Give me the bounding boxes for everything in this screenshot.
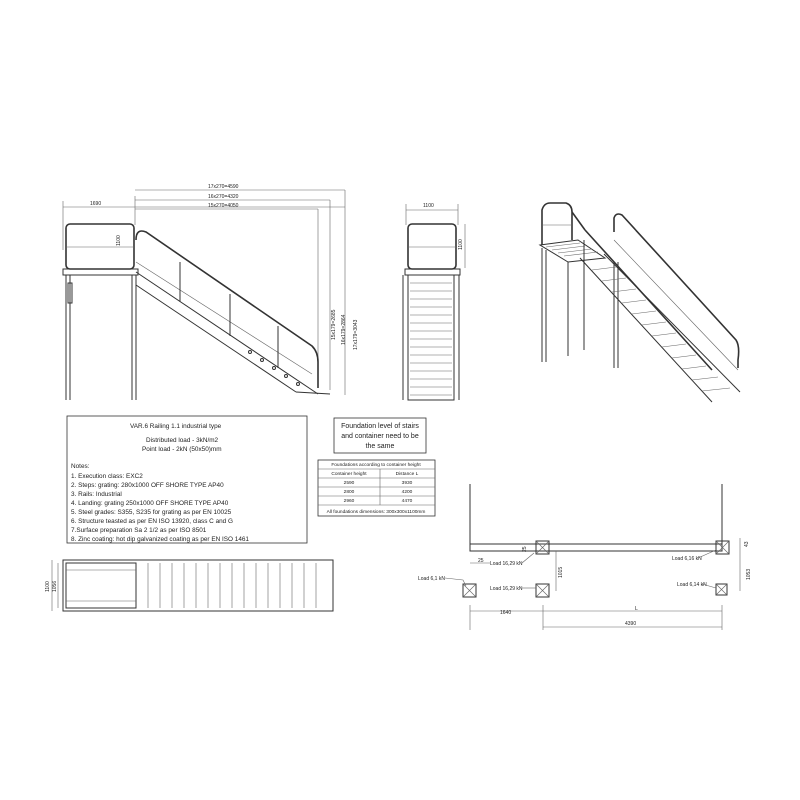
dim-25b: 25	[522, 546, 528, 552]
foundation-note: Foundation level of stairs and container…	[333, 417, 427, 454]
notes-box: VAR.6 Railing 1.1 industrial type Distri…	[66, 415, 308, 544]
side-elevation-view: 17x270=4590 16x270=4320 15x270=4050 1690…	[62, 184, 359, 400]
table-cell: 4200	[402, 489, 413, 495]
foundation-note-line2: and container need to be	[341, 433, 419, 440]
stair-plan-view: 1100 1056	[45, 559, 334, 612]
table-footer: All foundations dimensions: 300x300x1100…	[327, 509, 426, 515]
note-item: 3. Rails: Industrial	[71, 491, 122, 498]
load-label: Load 6,14 kN	[677, 582, 707, 588]
dim-top-1: 17x270=4590	[208, 184, 239, 190]
note-item: 4. Landing: grating 250x1000 OFF SHORE T…	[71, 500, 229, 507]
dim-front-railing: 1100	[116, 235, 122, 246]
dim-side-width: 1100	[423, 203, 434, 209]
foundation-block	[715, 583, 728, 596]
load-label: Load 16,29 kN	[490, 586, 523, 592]
iso-treads	[591, 266, 731, 392]
dim-plan-inner: 1056	[52, 581, 58, 592]
table-header: Distance L	[396, 471, 419, 477]
dim-rise-3: 17x179=3043	[353, 319, 359, 350]
stair-treads-front	[410, 282, 452, 396]
foundation-plan-view: Load 6,1 kN Load 16,29 kN Load 16,29 kN …	[418, 484, 752, 630]
table-cell: 2960	[344, 498, 355, 504]
note-item: 7.Surface preparation Sa 2 1/2 as per IS…	[71, 527, 207, 534]
table-cell: 2590	[344, 480, 355, 486]
note-item: 5. Steel grades: S355, S235 for grating …	[71, 509, 232, 516]
load-label: Load 6,1 kN	[418, 576, 445, 582]
dim-top-2: 16x270=4320	[208, 194, 239, 200]
step-marks	[248, 350, 300, 386]
isometric-view	[538, 202, 741, 403]
dim-rise-2: 16x179=2864	[341, 314, 347, 345]
note-item: 2. Steps: grating: 280x1000 OFF SHORE TY…	[71, 482, 224, 489]
plan-treads	[147, 563, 317, 608]
table-cell: 2800	[344, 489, 355, 495]
point-load: Point load - 2kN (50x50)mm	[142, 446, 222, 453]
foundation-block	[535, 583, 550, 598]
dim-rise-1: 15x179=2685	[331, 309, 337, 340]
load-label: Load 16,29 kN	[490, 561, 523, 567]
table-header: Container height	[331, 471, 367, 477]
table-title: Foundations according to container heigh…	[331, 462, 421, 468]
note-item: 1. Execution class: EXC2	[71, 473, 143, 480]
foundation-note-line3: the same	[366, 443, 395, 450]
dim-4390: 4390	[625, 621, 636, 627]
foundation-block	[535, 540, 550, 555]
foundation-block	[715, 540, 730, 555]
foundation-note-line1: Foundation level of stairs	[341, 423, 419, 430]
dim-43: 43	[744, 541, 750, 547]
distributed-load: Distributed load - 3kN/m2	[146, 437, 219, 444]
dim-L: L	[635, 606, 638, 612]
dim-1640: 1640	[500, 610, 511, 616]
front-elevation-view: 1100 1100	[402, 203, 466, 401]
note-item: 6. Structure teasted as per EN ISO 13920…	[71, 518, 233, 525]
notes-header: Notes:	[71, 463, 90, 470]
dim-1053: 1053	[746, 569, 752, 580]
dim-1015: 1015	[558, 567, 564, 578]
table-cell: 4470	[402, 498, 413, 504]
dim-side-railing: 1100	[458, 239, 464, 250]
load-label: Load 6,16 kN	[672, 556, 702, 562]
dim-25a: 25	[478, 558, 484, 564]
notes-title: VAR.6 Railing 1.1 industrial type	[130, 423, 222, 430]
foundation-block	[462, 583, 477, 598]
foundation-table: Foundations according to container heigh…	[317, 459, 436, 517]
table-cell: 3930	[402, 480, 413, 486]
dim-left-width: 1690	[90, 201, 101, 207]
dim-top-3: 15x270=4050	[208, 203, 239, 209]
note-item: 8. Zinc coating: hot dip galvanized coat…	[71, 536, 249, 543]
dim-plan-outer: 1100	[45, 581, 51, 592]
